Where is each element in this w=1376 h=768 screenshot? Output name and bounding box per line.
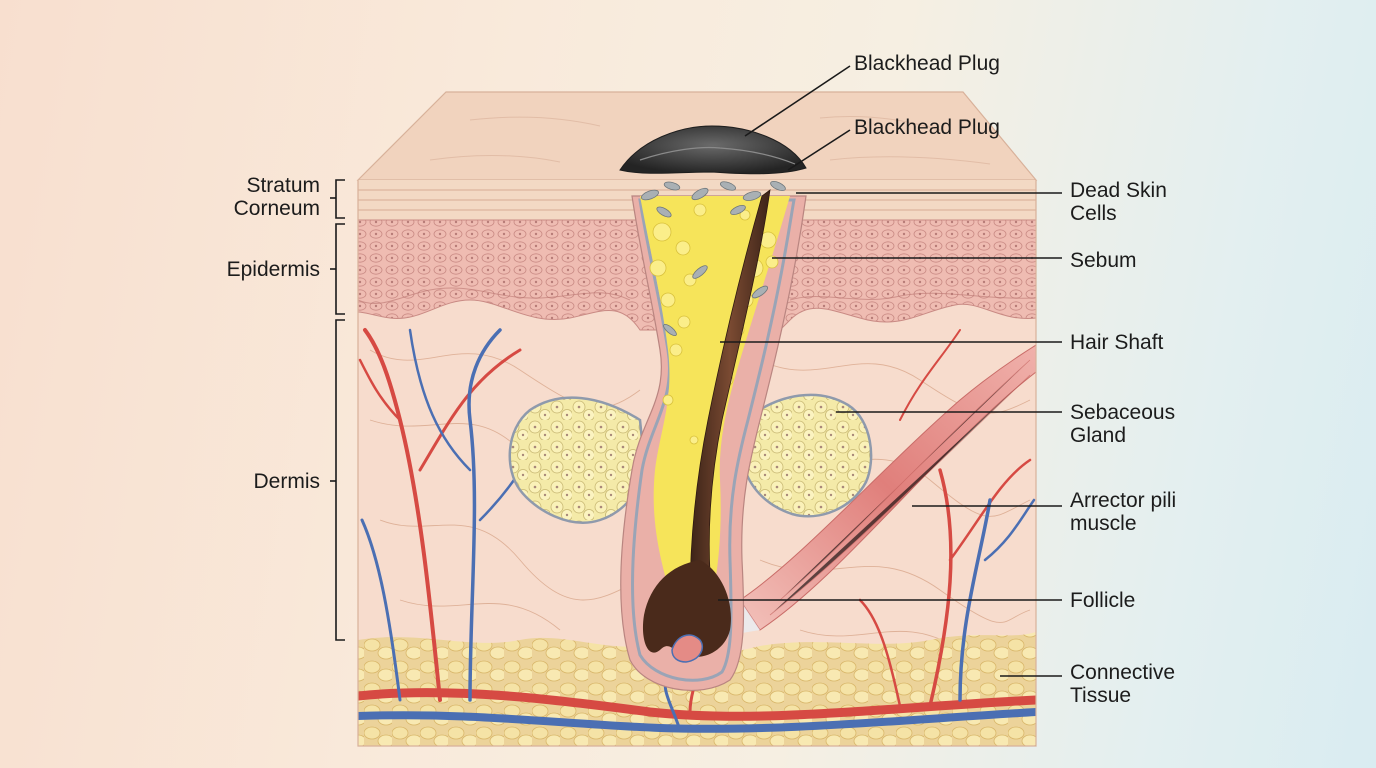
skin-block <box>356 91 1038 747</box>
label-blackhead-plug-top: Blackhead Plug <box>854 52 1000 75</box>
dermal-papilla <box>671 634 704 663</box>
label-sebaceous-gland-line1: Sebaceous <box>1070 401 1175 424</box>
layer-brackets <box>330 179 345 641</box>
blackhead-plug <box>619 125 807 175</box>
blood-vessels <box>358 328 1036 733</box>
label-stratum-corneum-line2: Corneum <box>234 197 320 220</box>
leader-lines <box>718 65 1062 677</box>
sebaceous-gland-right <box>743 393 873 518</box>
label-hair-shaft: Hair Shaft <box>1070 331 1164 354</box>
label-sebum: Sebum <box>1070 249 1137 272</box>
label-follicle: Follicle <box>1070 589 1135 612</box>
hair-bulb <box>642 560 731 657</box>
label-connective-tissue-line1: Connective <box>1070 661 1175 684</box>
label-dermis: Dermis <box>254 470 321 493</box>
label-blackhead-plug-bottom: Blackhead Plug <box>854 116 1000 139</box>
label-dead-skin-cells-line2: Cells <box>1070 202 1117 225</box>
dead-skin-flakes <box>641 180 786 337</box>
label-stratum-corneum-line1: Stratum <box>246 174 320 197</box>
label-arrector-pili-line2: muscle <box>1070 512 1137 535</box>
label-epidermis: Epidermis <box>227 258 320 281</box>
label-dead-skin-cells-line1: Dead Skin <box>1070 179 1167 202</box>
label-connective-tissue-line2: Tissue <box>1070 684 1131 707</box>
label-sebaceous-gland-line2: Gland <box>1070 424 1126 447</box>
arrector-pili-muscle <box>739 344 1036 631</box>
label-arrector-pili-line1: Arrector pili <box>1070 489 1176 512</box>
sebaceous-gland-left <box>508 396 647 524</box>
